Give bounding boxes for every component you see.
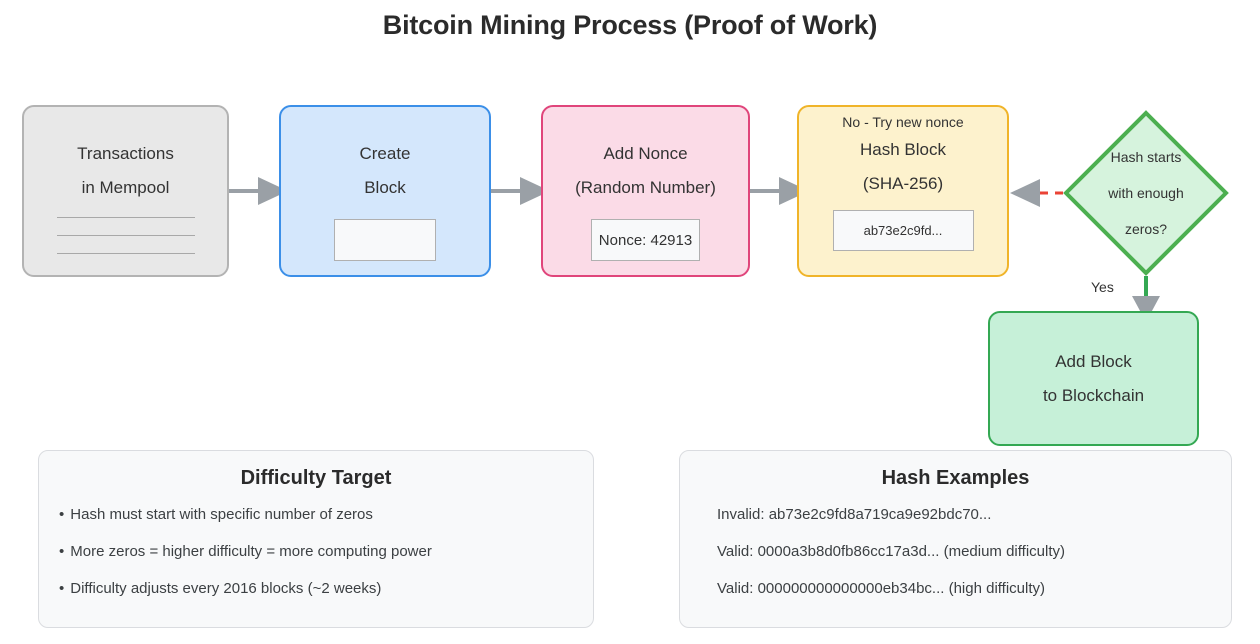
panel-hash-examples: Hash Examples Invalid: ab73e2c9fd8a719ca… — [679, 450, 1232, 628]
edge-label-yes: Yes — [1091, 279, 1114, 295]
list-item: Valid: 000000000000000eb34bc... (high di… — [717, 580, 1046, 597]
add-nonce-title: Add Nonce — [603, 144, 688, 163]
node-add-block-to-blockchain[interactable]: Add Block to Blockchain — [988, 311, 1199, 446]
difficulty-bullet-list: • Hash must start with specific number of… — [39, 506, 593, 597]
bullet-text: Difficulty adjusts every 2016 blocks (~2… — [70, 580, 382, 597]
list-item: Invalid: ab73e2c9fd8a719ca9e92bdc70... — [717, 506, 992, 523]
node-hash-block[interactable]: No - Try new nonce Hash Block (SHA-256) … — [797, 105, 1009, 277]
hash-block-title: Hash Block — [860, 140, 946, 159]
node-transactions-in-mempool[interactable]: Transactions in Mempool — [22, 105, 229, 277]
page-title: Bitcoin Mining Process (Proof of Work) — [382, 10, 878, 40]
hash-examples-panel-title: Hash Examples — [881, 467, 1030, 489]
list-item: • More zeros = higher difficulty = more c… — [59, 543, 573, 560]
add-block-title: Add Block — [1055, 351, 1132, 371]
nonce-value-chip: Nonce: 42913 — [591, 219, 700, 261]
create-block-chip — [334, 219, 436, 261]
bullet-text: More zeros = higher difficulty = more co… — [70, 543, 432, 560]
node-decision-hash-zeros[interactable]: Hash starts with enough zeros? — [1063, 110, 1229, 276]
diamond-shape — [1063, 110, 1229, 276]
hash-block-subtitle: (SHA-256) — [862, 174, 944, 193]
add-nonce-subtitle: (Random Number) — [575, 178, 716, 197]
hash-value-chip: ab73e2c9fd... — [832, 210, 974, 251]
panel-difficulty-target: Difficulty Target • Hash must start with … — [38, 450, 594, 628]
transaction-line — [56, 253, 195, 254]
node-add-nonce[interactable]: Add Nonce (Random Number) Nonce: 42913 — [541, 105, 750, 277]
list-item: Valid: 0000a3b8d0fb86cc17a3d... (medium … — [717, 543, 1065, 560]
bullet-icon: • — [59, 506, 65, 523]
transaction-line — [56, 235, 195, 236]
bullet-text: Hash must start with specific number of … — [70, 506, 373, 523]
list-item: • Hash must start with specific number of… — [59, 506, 573, 523]
hash-examples-list: Invalid: ab73e2c9fd8a719ca9e92bdc70... V… — [680, 506, 1231, 597]
retry-nonce-label: No - Try new nonce — [842, 114, 964, 130]
add-block-subtitle: to Blockchain — [1042, 385, 1145, 405]
mempool-title: Transactions — [77, 144, 174, 163]
transaction-line — [56, 217, 195, 218]
create-block-title: Create — [359, 144, 411, 163]
flow-connectors — [229, 177, 1160, 322]
mempool-subtitle: in Mempool — [81, 178, 170, 197]
difficulty-panel-title: Difficulty Target — [240, 467, 392, 489]
create-block-subtitle: Block — [364, 178, 406, 197]
list-item: • Difficulty adjusts every 2016 blocks (~… — [59, 580, 573, 597]
transaction-lines — [56, 217, 195, 271]
bullet-icon: • — [59, 543, 65, 560]
bullet-icon: • — [59, 580, 65, 597]
node-create-block[interactable]: Create Block — [279, 105, 491, 277]
